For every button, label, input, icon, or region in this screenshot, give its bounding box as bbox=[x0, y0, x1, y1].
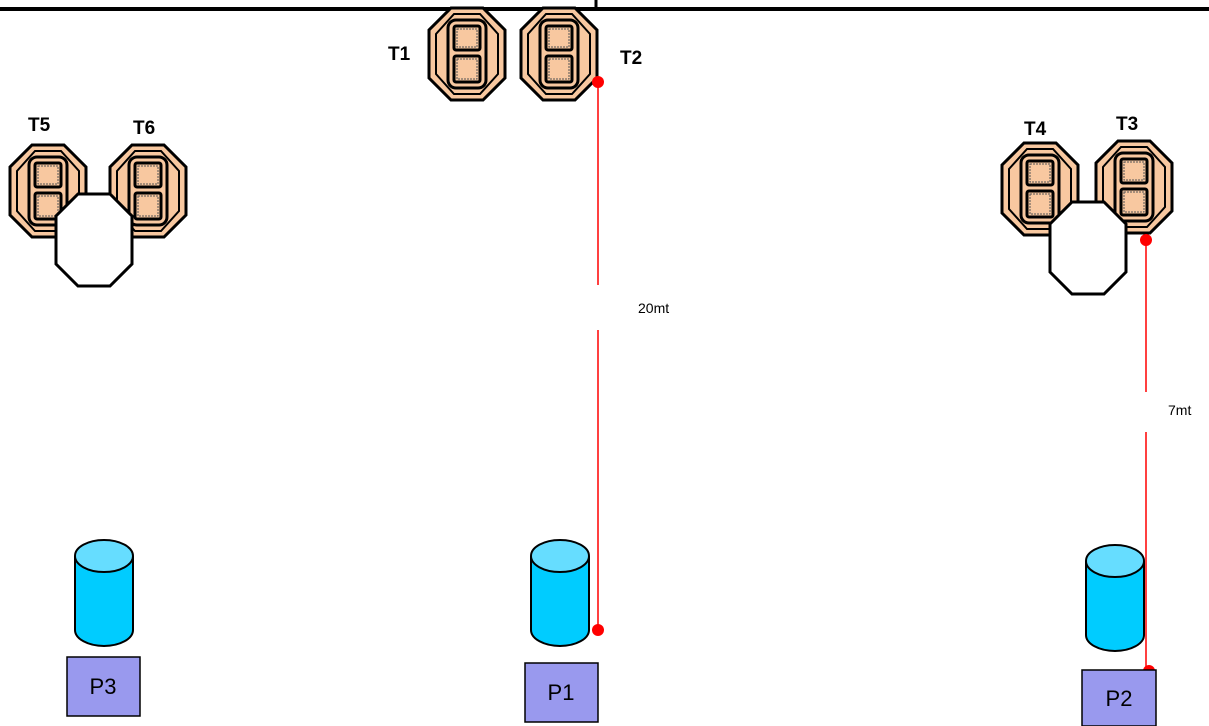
display-t2-icon bbox=[519, 6, 599, 102]
endpoint-t3 bbox=[1140, 234, 1152, 246]
label-p2: P2 bbox=[1106, 686, 1133, 711]
endpoint-p1 bbox=[592, 624, 604, 636]
label-t6: T6 bbox=[133, 118, 155, 139]
cylinder-p3-icon bbox=[74, 539, 134, 647]
distance-label-20mt: 20mt bbox=[638, 300, 669, 316]
label-p3: P3 bbox=[90, 674, 117, 699]
label-t5: T5 bbox=[28, 115, 51, 136]
label-t2: T2 bbox=[620, 48, 642, 69]
round-table-left bbox=[54, 192, 134, 288]
endpoint-t2 bbox=[592, 76, 604, 88]
post-p1: P1 bbox=[524, 539, 599, 723]
label-t4: T4 bbox=[1024, 119, 1047, 140]
measure-t2-p1: 20mt bbox=[592, 76, 669, 636]
label-t3: T3 bbox=[1116, 114, 1138, 135]
label-t1: T1 bbox=[388, 44, 411, 65]
cylinder-p1-icon bbox=[530, 539, 590, 647]
label-p1: P1 bbox=[548, 680, 575, 705]
post-p2: P2 bbox=[1081, 543, 1157, 726]
round-table-right bbox=[1048, 200, 1128, 296]
top-wall bbox=[0, 0, 1209, 11]
post-p3: P3 bbox=[66, 539, 141, 717]
table-group-t1-t2: T1 T2 bbox=[388, 6, 642, 102]
measure-t3-p2: 7mt bbox=[1140, 234, 1191, 677]
display-t1-icon bbox=[427, 6, 507, 102]
cylinder-p2-icon bbox=[1084, 543, 1146, 653]
table-group-t3-t4: T4 T3 bbox=[1000, 114, 1174, 296]
distance-label-7mt: 7mt bbox=[1168, 402, 1191, 418]
table-group-t5-t6: T5 T6 bbox=[8, 115, 188, 288]
